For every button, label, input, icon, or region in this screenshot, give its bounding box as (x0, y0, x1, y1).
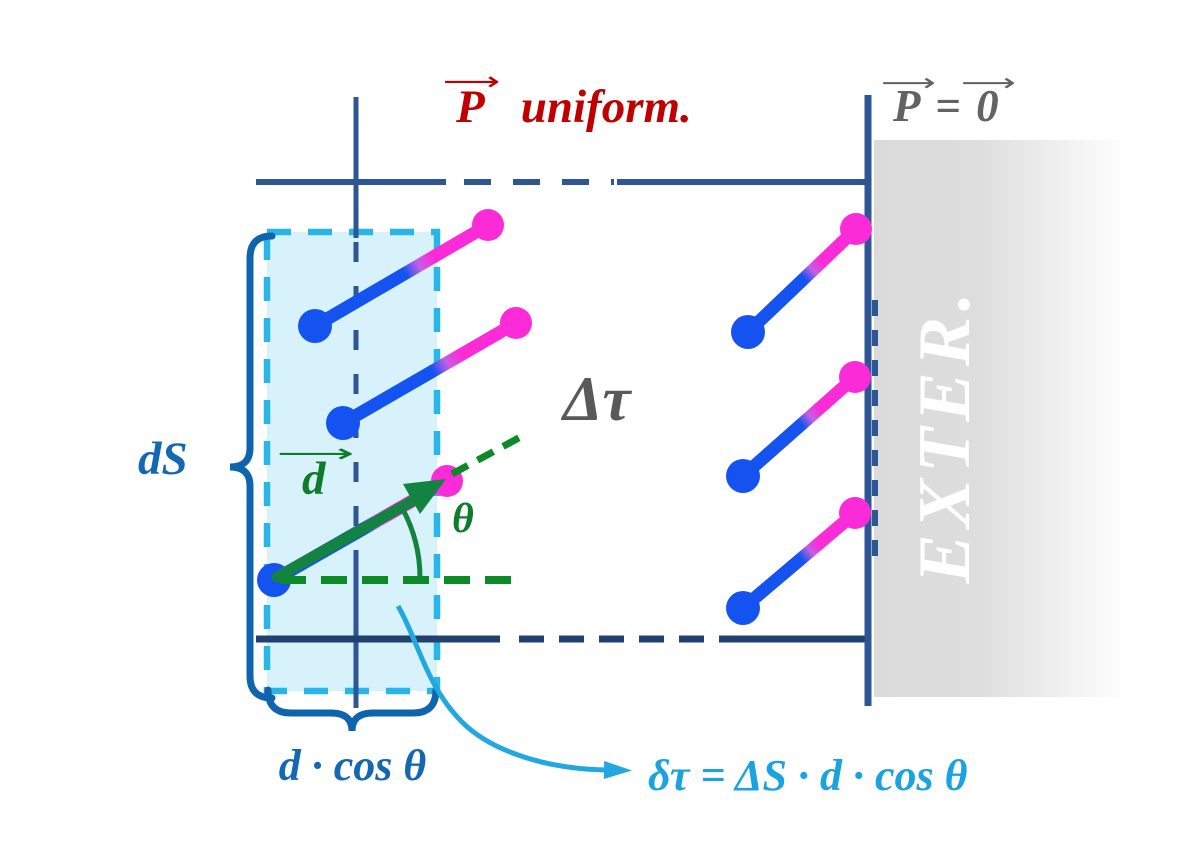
dipole-negative-charge (726, 459, 760, 493)
vector-arrow-icon: ⟶ (443, 67, 501, 98)
callout-curved-arrow (395, 604, 632, 779)
zero-symbol: 0 (976, 81, 999, 131)
d-symbol: d (302, 453, 326, 505)
p-vector: ⟶P (443, 69, 500, 133)
dipole-positive-charge (839, 497, 871, 529)
d-vector: ⟶d (276, 441, 354, 505)
dipole-bond (743, 224, 861, 337)
exterior-region (874, 140, 1130, 697)
volume-label: Δτ (563, 364, 631, 434)
displacement-arrowhead (403, 479, 446, 514)
dipole-bond (738, 508, 860, 613)
dipole-positive-charge (472, 209, 504, 241)
dipole-bond (339, 317, 520, 429)
p-symbol: P (893, 81, 921, 131)
p-vector-zero: ⟶P (881, 70, 936, 131)
dipole-positive-charge (839, 361, 871, 393)
vector-arrow-icon: ⟶ (880, 67, 936, 97)
dipole-negative-charge (298, 309, 332, 343)
ds-brace (229, 232, 276, 702)
vector-arrow-icon: ⟶ (276, 439, 355, 470)
exterior-label: EXTER. (904, 286, 986, 584)
volume-formula: δτ = ΔS · d · cos θ (648, 751, 968, 800)
displacement-label: ⟶d (276, 441, 354, 505)
dipole-positive-charge (500, 307, 532, 339)
dipole-negative-charge (726, 591, 760, 625)
vector-arrow-icon: ⟶ (961, 67, 1017, 97)
dipole-negative-charge (731, 315, 765, 349)
displacement-arrow (271, 489, 429, 583)
dipole-bond (311, 219, 492, 332)
p-zero-title: ⟶P=⟶0 (881, 70, 1017, 131)
projection-label: d · cos θ (278, 741, 427, 790)
dipole-positive-charge (840, 213, 872, 245)
direction-dashed-extension (450, 430, 528, 478)
uniform-text: uniform. (520, 81, 692, 133)
surface-label: dS (138, 433, 188, 485)
dipole-negative-charge (326, 406, 360, 440)
equals-sign: = (935, 81, 962, 131)
angle-label: θ (452, 496, 474, 542)
dcos-brace (264, 686, 440, 732)
p-symbol: P (456, 81, 485, 133)
dipole-bond (738, 372, 860, 481)
zero-vector: ⟶0 (961, 70, 1016, 131)
